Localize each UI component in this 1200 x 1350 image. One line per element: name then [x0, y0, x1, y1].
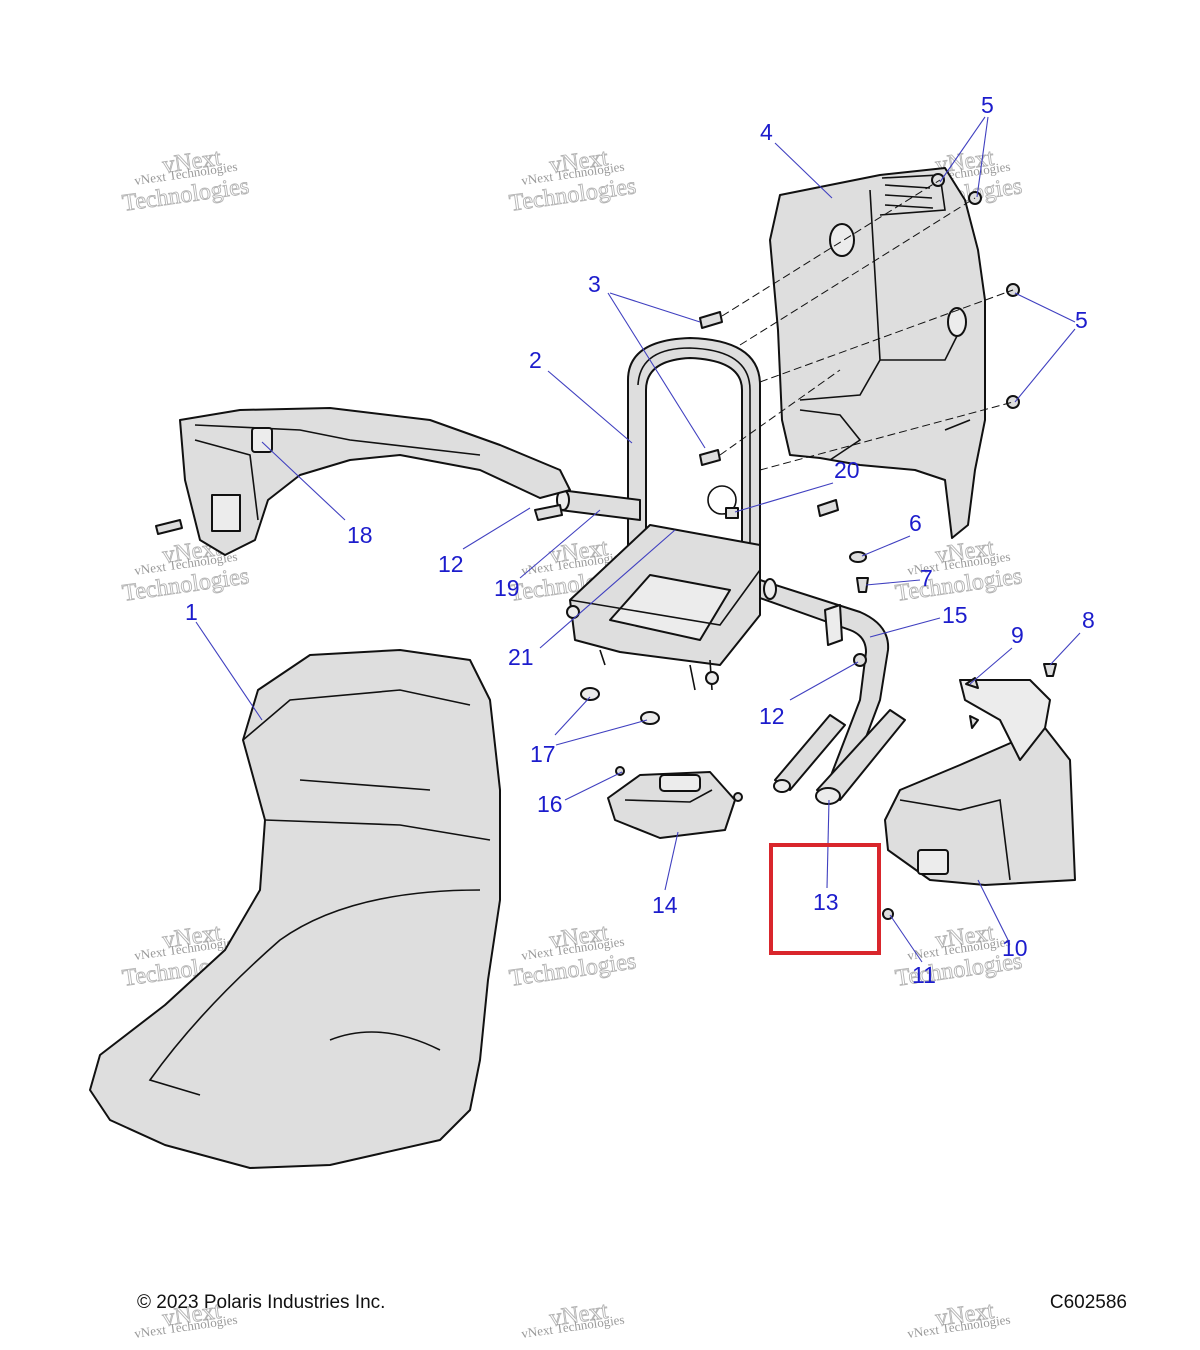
part-cross-tube: [556, 489, 890, 781]
watermark: vNext vNext Technologies: [520, 1297, 625, 1341]
callout-4: 4: [760, 119, 773, 145]
callout-5-right: 5: [1075, 307, 1088, 333]
callout-9: 9: [1011, 622, 1024, 648]
callout-13: 13: [813, 889, 839, 915]
leader-lines: [195, 116, 1081, 963]
callout-18: 18: [347, 522, 373, 548]
watermark: vNext vNext Technologies Technologies: [507, 919, 638, 992]
part-backrest-cover: [769, 167, 986, 539]
watermark: vNext vNext Technologies Technologies: [893, 534, 1024, 607]
callout-20: 20: [834, 457, 860, 483]
part-base-frame: [566, 524, 761, 691]
callout-11: 11: [912, 962, 936, 988]
part-tube: [773, 709, 906, 805]
assembly-lines: [719, 179, 1014, 471]
hardware: [155, 173, 1057, 920]
part-seat: [89, 649, 501, 1169]
figure-code: C602586: [1049, 1292, 1127, 1313]
callout-21: 21: [508, 644, 534, 670]
part-pin: [707, 485, 739, 519]
watermark: vNext vNext Technologies Technologies: [507, 144, 638, 217]
callout-17: 17: [530, 741, 556, 767]
part-side-box: [884, 679, 1076, 886]
callout-14: 14: [652, 892, 678, 918]
watermark: vNext vNext Technologies Technologies: [120, 144, 251, 217]
callout-1: 1: [185, 599, 198, 625]
callout-6: 6: [909, 510, 922, 536]
callout-3: 3: [588, 271, 601, 297]
part-armrest-bar: [179, 407, 571, 556]
callout-7: 7: [920, 565, 933, 591]
callout-5-top: 5: [981, 92, 994, 118]
callout-15: 15: [942, 602, 968, 628]
watermark: vNext vNext Technologies: [906, 1297, 1011, 1341]
callout-10: 10: [1002, 935, 1028, 961]
copyright-text: © 2023 Polaris Industries Inc.: [137, 1292, 386, 1313]
callout-2: 2: [529, 347, 542, 373]
callout-12-left: 12: [438, 551, 464, 577]
callout-8: 8: [1082, 607, 1095, 633]
callout-16: 16: [537, 791, 563, 817]
callout-12-right: 12: [759, 703, 785, 729]
highlight-box-callout-13: [769, 843, 881, 955]
part-latch: [607, 771, 736, 839]
callouts: 1 2 3 4 5 5 6 7 8 9 10 11 12 12 13 14 15…: [185, 92, 1095, 988]
callout-19: 19: [494, 575, 520, 601]
